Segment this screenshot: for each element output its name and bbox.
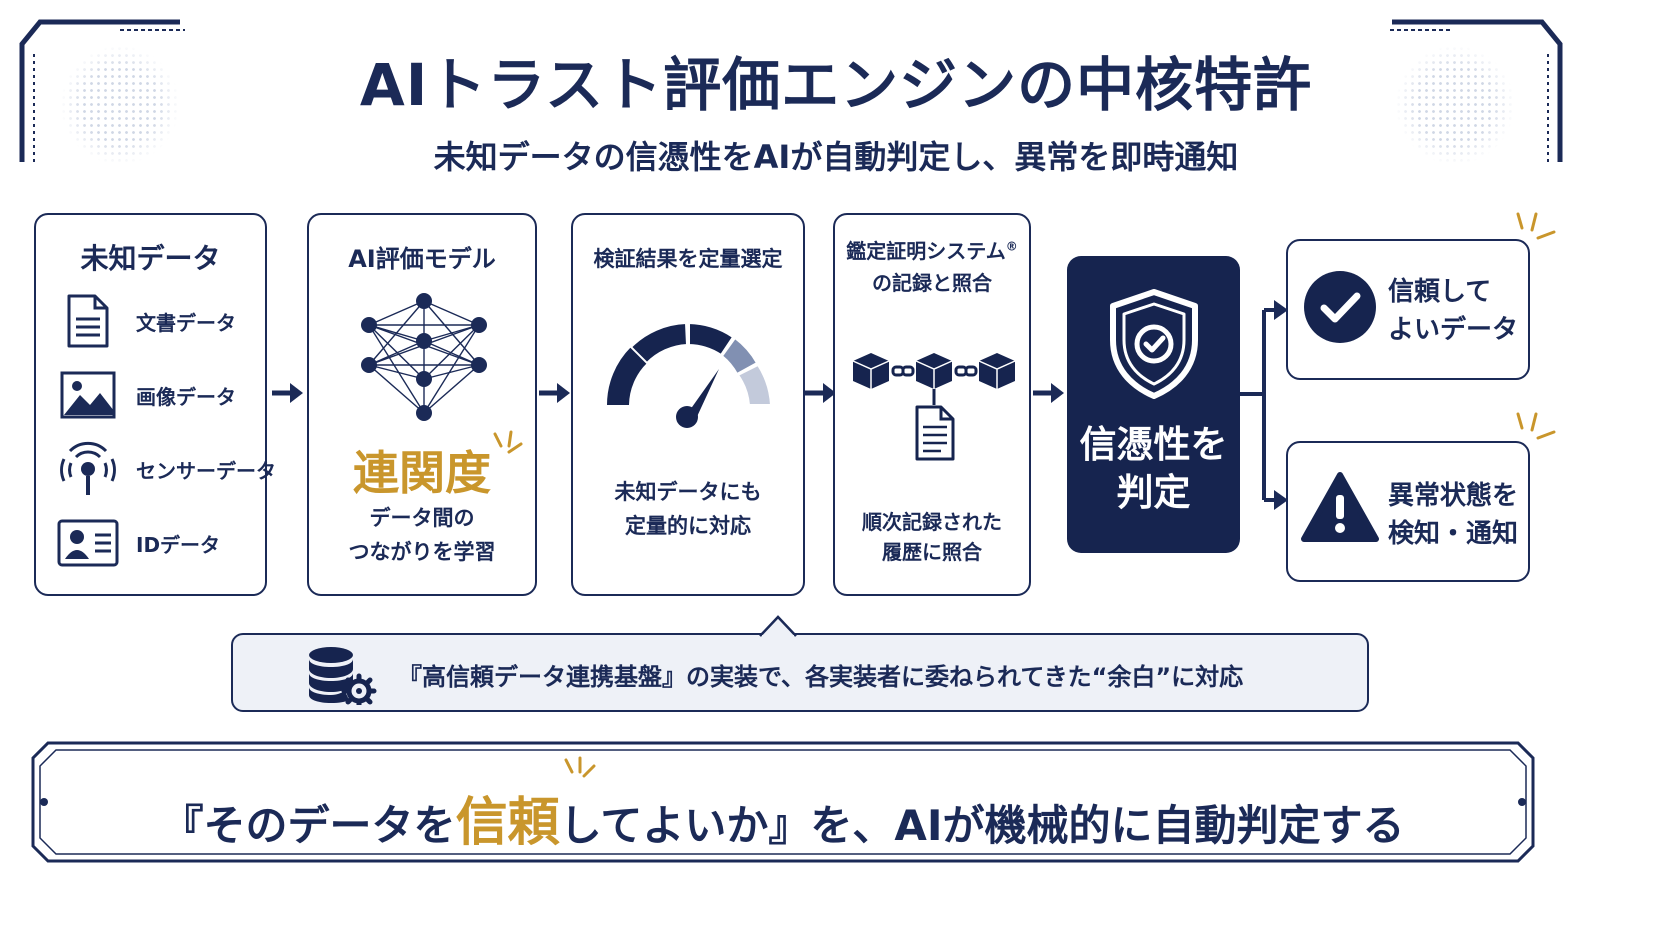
certification-title-1: 鑑定証明システム® [835, 235, 1029, 264]
unknown-data-title: 未知データ [80, 242, 221, 275]
dot-sphere-right [1395, 45, 1515, 165]
document-icon [56, 291, 120, 351]
ai-model-desc-1: データ間の [369, 506, 475, 530]
branch-arrows [1240, 300, 1288, 510]
trusted-data-card: 信頼して よいデータ [1286, 239, 1530, 380]
info-text: 『高信頼データ連携基盤』の実装で、各実装者に委ねられてきた“余白”に対応 [398, 663, 1244, 691]
bottom-banner-frame [31, 741, 1535, 863]
page-title: AIトラスト評価エンジンの中核特許 [359, 51, 1313, 119]
bottom-message-highlight: 信頼 [455, 793, 560, 853]
certification-card: 鑑定証明システム® の記録と照合 順次記録された 履歴に照合 [833, 213, 1031, 596]
anomaly-alert-line-2: 検知・通知 [1388, 519, 1519, 549]
ai-model-card: AI評価モデル 連関度 データ間の つながりを学習 [307, 213, 537, 596]
quantitative-desc-2: 定量的に対応 [625, 514, 751, 538]
sensor-icon [56, 439, 120, 499]
info-bar: 『高信頼データ連携基盤』の実装で、各実装者に委ねられてきた“余白”に対応 [231, 633, 1369, 712]
anomaly-alert-card: 異常状態を 検知・通知 [1286, 441, 1530, 582]
credibility-judgement-box: 信憑性を 判定 [1067, 256, 1240, 553]
sparkle-icon-bottom [564, 756, 596, 778]
quantitative-card: 検証結果を定量選定 未知データにも 定量的に対応 [571, 213, 805, 596]
bottom-message: 『そのデータを信頼してよいか』を、AIが機械的に自動判定する [0, 780, 1566, 855]
image-icon [56, 365, 120, 425]
sensor-data-row: センサーデータ [56, 439, 276, 499]
flow-arrow-1 [272, 383, 303, 403]
blockchain-icon [852, 353, 1016, 461]
info-bar-pointer [759, 615, 797, 638]
anomaly-alert-line-1: 異常状態を [1388, 481, 1519, 511]
judgement-line-1: 信憑性を [1079, 423, 1228, 466]
neural-network-icon [361, 293, 487, 421]
sparkle-icon-alert [1516, 412, 1556, 440]
corner-decoration-top-left [19, 19, 185, 162]
gauge-icon [607, 321, 773, 428]
ai-model-desc-2: つながりを学習 [348, 540, 496, 564]
certification-desc-1: 順次記録された [862, 510, 1002, 534]
sparkle-icon-ok [1516, 212, 1556, 240]
quantitative-desc-1: 未知データにも [614, 480, 762, 504]
trusted-data-line-1: 信頼して [1388, 277, 1492, 307]
corner-decoration-top-right [1390, 19, 1563, 162]
certification-title-text: 鑑定証明システム [846, 239, 1006, 263]
dot-sphere-left [60, 45, 180, 165]
page-subtitle: 未知データの信憑性をAIが自動判定し、異常を即時通知 [433, 138, 1239, 176]
registered-mark: ® [1005, 239, 1018, 254]
relevance-highlight: 連関度 [353, 446, 491, 500]
flow-arrow-4 [1033, 383, 1064, 403]
warning-icon [1301, 472, 1379, 542]
unknown-data-card: 未知データ 文書データ 画像データ センサーデータ IDデータ [34, 213, 276, 596]
trusted-data-line-2: よいデータ [1388, 315, 1519, 345]
certification-title-2: の記録と照合 [872, 271, 992, 295]
judgement-text: 信憑性を 判定 [1067, 421, 1240, 517]
check-circle-icon [1304, 271, 1376, 343]
sparkle-icon [493, 430, 523, 454]
bottom-message-post: してよいか』を、AIが機械的に自動判定する [559, 801, 1405, 850]
flow-arrow-2 [539, 383, 570, 403]
anomaly-alert-label: 異常状態を 検知・通知 [1388, 477, 1518, 553]
image-data-row: 画像データ [56, 365, 236, 425]
flow-arrow-3 [805, 383, 836, 403]
trusted-data-label: 信頼して よいデータ [1388, 273, 1518, 349]
bottom-message-pre: 『そのデータを [161, 801, 456, 850]
database-gear-icon [309, 647, 377, 705]
id-card-icon [56, 513, 120, 573]
shield-check-icon [1110, 289, 1198, 399]
judgement-line-2: 判定 [1116, 471, 1191, 514]
id-data-row: IDデータ [56, 513, 220, 573]
ai-model-title: AI評価モデル [348, 245, 496, 273]
document-data-row: 文書データ [56, 291, 236, 351]
sensor-data-label: センサーデータ [136, 458, 276, 483]
certification-desc-2: 履歴に照合 [882, 540, 982, 564]
id-data-label: IDデータ [136, 532, 221, 557]
document-data-label: 文書データ [136, 310, 236, 335]
image-data-label: 画像データ [136, 384, 236, 409]
quantitative-title: 検証結果を定量選定 [593, 247, 783, 271]
